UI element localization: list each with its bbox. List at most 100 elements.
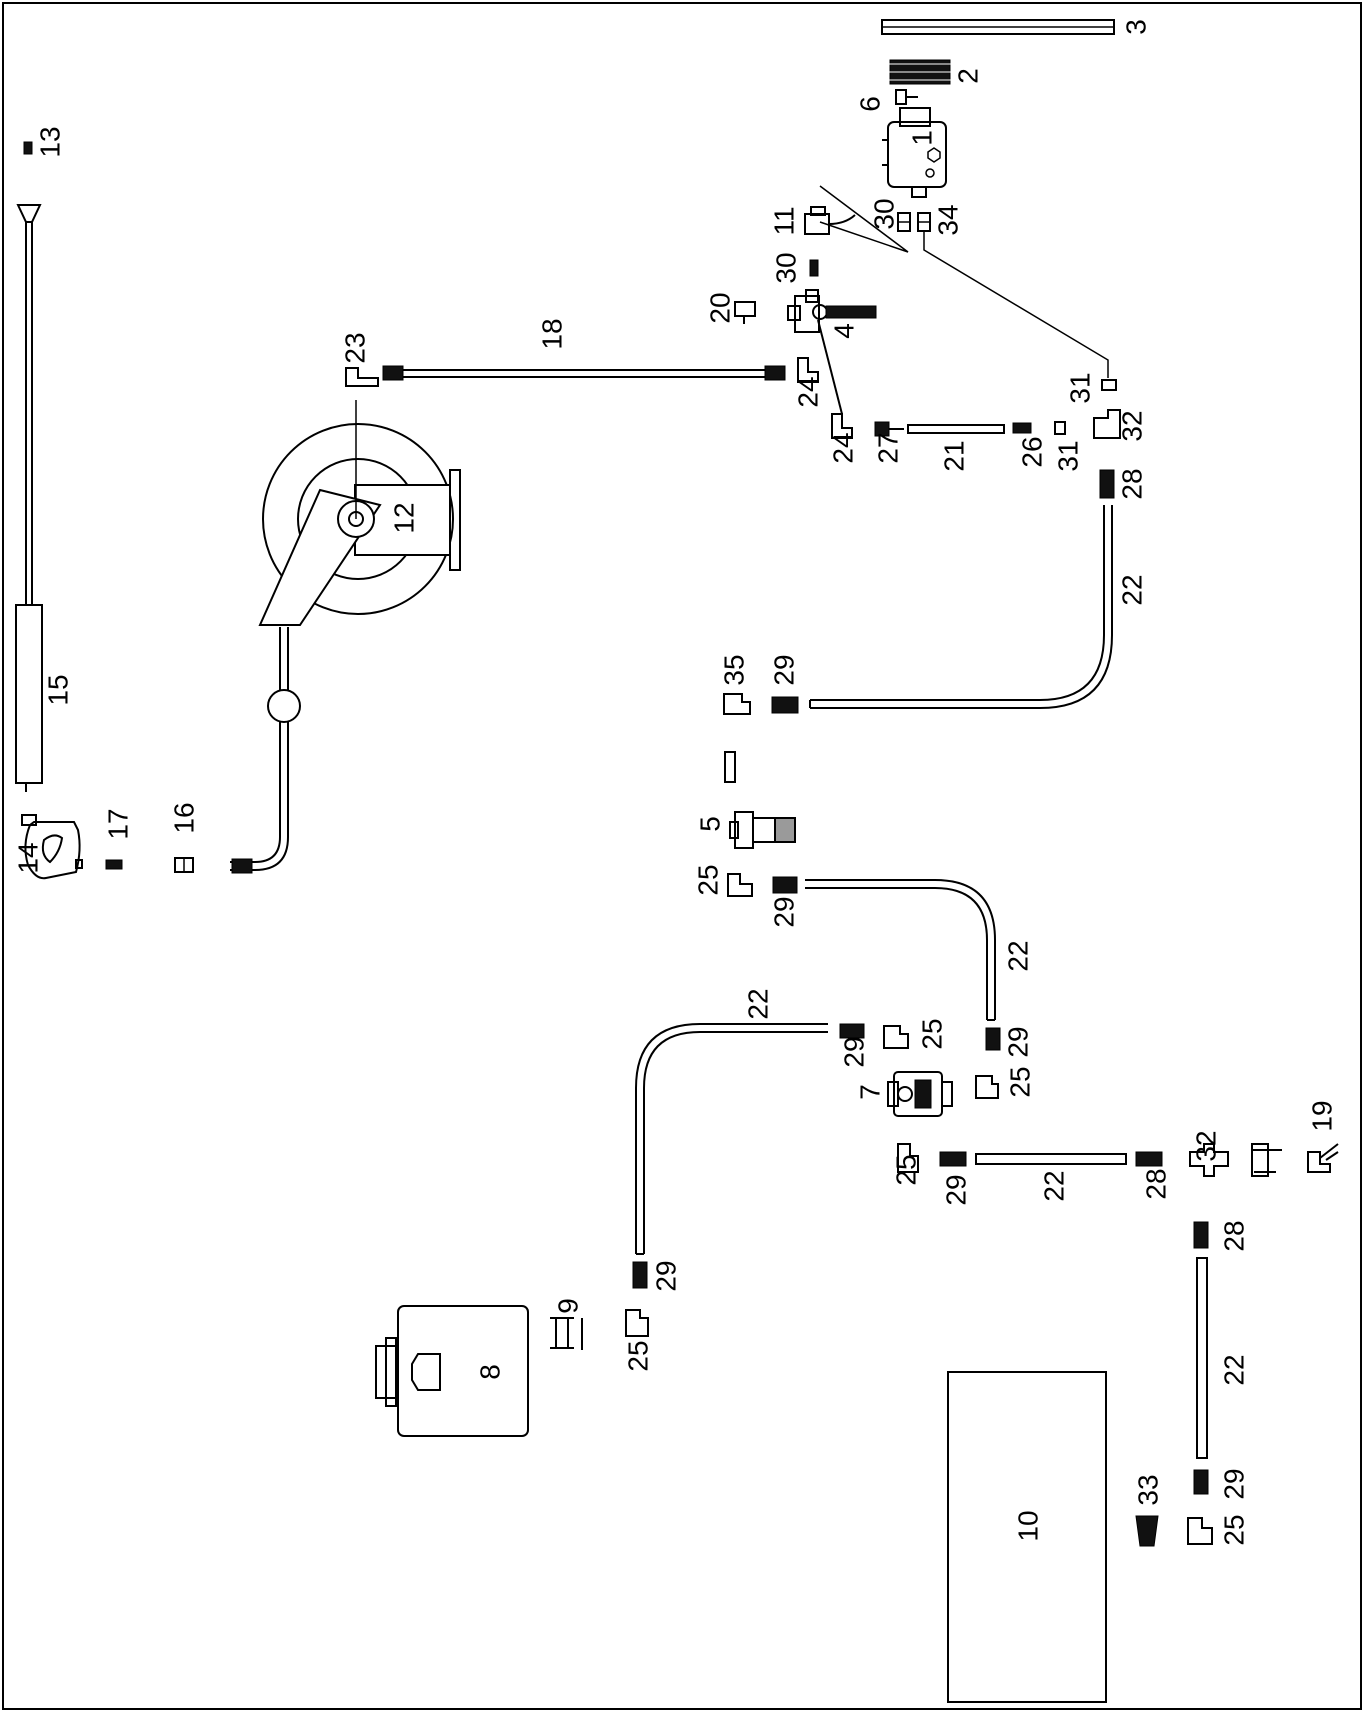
- part-12-hose-reel: [258, 400, 461, 626]
- callout-25d: 25: [890, 1154, 921, 1185]
- callout-2: 2: [952, 68, 983, 84]
- part-31-cap-lower: [1054, 421, 1066, 435]
- part-10-tank: [947, 1371, 1107, 1703]
- callout-33: 33: [1132, 1474, 1163, 1505]
- part-25-elbow-f: [625, 1309, 649, 1337]
- callout-22c: 22: [742, 988, 773, 1019]
- part-32-tee-upper: [1093, 409, 1121, 439]
- part-24-elbow-upper: [797, 357, 819, 383]
- part-29-fitting-a: [771, 696, 799, 714]
- callout-20: 20: [704, 292, 735, 323]
- filter-cap: [724, 751, 736, 783]
- callout-32a: 32: [1116, 410, 1147, 441]
- part-33-clamp: [1135, 1515, 1159, 1547]
- callout-29c: 29: [1002, 1026, 1033, 1057]
- callout-30b: 30: [770, 252, 801, 283]
- callout-1: 1: [906, 130, 937, 146]
- part-4-unloader-valve: [787, 289, 877, 415]
- part-27-fitting: [874, 421, 904, 437]
- callout-3: 3: [1120, 19, 1151, 35]
- part-30-fitting-a: [809, 259, 819, 277]
- part-19-valve: [1307, 1143, 1339, 1173]
- part-23-elbow: [345, 367, 379, 387]
- part-25-elbow-e: [1187, 1517, 1213, 1545]
- part-28-fitting-mid: [1135, 1151, 1163, 1167]
- callout-35: 35: [718, 654, 749, 685]
- part-20-fitting: [734, 301, 756, 324]
- callout-22b: 22: [1002, 940, 1033, 971]
- part-25-elbow-b: [883, 1025, 909, 1049]
- part-22-hose-left: [635, 1023, 828, 1255]
- part-3-strip: [881, 19, 1115, 35]
- part-25-elbow-a: [727, 873, 753, 897]
- callout-25a: 25: [692, 864, 723, 895]
- callout-labels: 3 2 6 1 13 11 30 34 30 20 18 23 4 24 31 …: [12, 19, 1337, 1545]
- callout-15: 15: [42, 674, 73, 705]
- callout-25f: 25: [1218, 1514, 1249, 1545]
- callout-11: 11: [768, 206, 799, 235]
- callout-5: 5: [694, 816, 725, 832]
- callout-18: 18: [536, 318, 567, 349]
- part-21-hose: [907, 424, 1005, 434]
- part-32-bracket: [1251, 1143, 1282, 1177]
- callout-29g: 29: [1218, 1468, 1249, 1499]
- part-9-bracket: [550, 1317, 583, 1350]
- callout-21: 21: [938, 440, 969, 471]
- part-29-fitting-d: [839, 1023, 865, 1039]
- callout-27: 27: [872, 432, 903, 463]
- callout-34: 34: [932, 204, 963, 235]
- callout-13: 13: [34, 126, 65, 157]
- callout-24b: 24: [827, 432, 858, 463]
- callout-25b: 25: [916, 1018, 947, 1049]
- part-35-fitting: [723, 693, 751, 715]
- callout-29d: 29: [838, 1036, 869, 1067]
- callout-29f: 29: [650, 1260, 681, 1291]
- part-22-hose-mid: [805, 879, 996, 1021]
- callout-9: 9: [552, 1298, 583, 1314]
- callout-26: 26: [1016, 436, 1047, 467]
- callout-25e: 25: [622, 1340, 653, 1371]
- callout-28a: 28: [1116, 468, 1147, 499]
- callout-25c: 25: [1004, 1066, 1035, 1097]
- callout-22a: 22: [1116, 574, 1147, 605]
- callout-28c: 28: [1218, 1220, 1249, 1251]
- part-13-nut: [23, 141, 33, 155]
- callout-29b: 29: [768, 896, 799, 927]
- part-5-filter: [729, 811, 796, 849]
- part-8-control-box: [375, 1305, 529, 1437]
- part-32-tee-lower: [1189, 1143, 1229, 1177]
- part-17-fitting: [105, 859, 123, 870]
- part-29-fitting-f: [1193, 1469, 1209, 1495]
- part-22-hose-upper: [809, 505, 1113, 709]
- callout-22e: 22: [1218, 1354, 1249, 1385]
- callout-17: 17: [102, 808, 133, 839]
- connection-triangle: [819, 185, 909, 253]
- reel-hose: [230, 627, 301, 874]
- callout-8: 8: [474, 1364, 505, 1380]
- part-1-pump-unit: [882, 107, 947, 198]
- callout-31b: 31: [1052, 440, 1083, 471]
- callout-23: 23: [339, 332, 370, 363]
- callout-14: 14: [12, 842, 43, 873]
- part-31-line: [923, 232, 1109, 378]
- part-28-fitting-upper: [1099, 469, 1115, 499]
- part-16-fitting: [174, 857, 194, 873]
- callout-10: 10: [1012, 1510, 1043, 1541]
- callout-29e: 29: [940, 1174, 971, 1205]
- part-7-pump: [887, 1071, 953, 1117]
- part-14-spray-gun: [21, 814, 83, 880]
- callout-6: 6: [854, 96, 885, 112]
- part-30-fitting-b: [897, 212, 911, 232]
- callout-7: 7: [854, 1084, 885, 1100]
- callout-30a: 30: [868, 198, 899, 229]
- callout-31a: 31: [1064, 372, 1095, 403]
- part-22-hose-short: [975, 1153, 1127, 1165]
- callout-29a: 29: [768, 654, 799, 685]
- part-29-fitting-c: [985, 1027, 1001, 1051]
- part-26-fitting: [1012, 422, 1032, 434]
- part-6-connector: [895, 89, 918, 105]
- part-34-fitting: [917, 212, 931, 232]
- part-29-fitting-g: [632, 1261, 648, 1289]
